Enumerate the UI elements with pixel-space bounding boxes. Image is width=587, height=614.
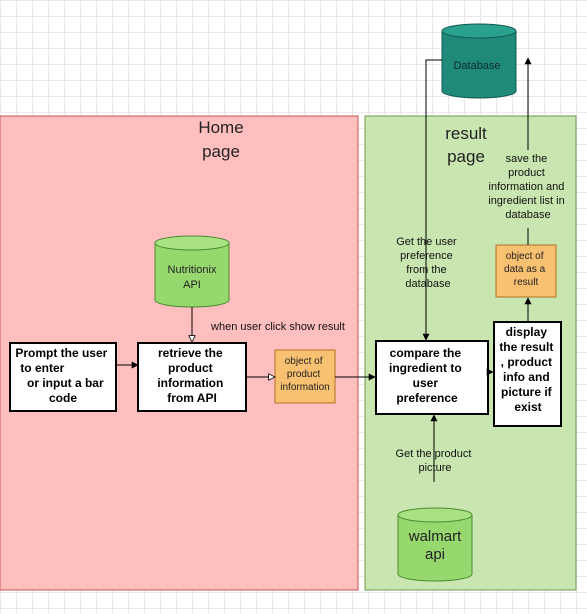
prompt-line2: to enter (20, 361, 64, 375)
display-line6: exist (514, 400, 541, 414)
product-info-line3: information (280, 382, 329, 393)
svg-text:compare the ingredient t: compare the ingredient to user preferenc… (389, 346, 465, 405)
compare-line3: user (413, 376, 439, 390)
display-line4: info and (503, 370, 550, 384)
database-cylinder: Database (441, 23, 517, 99)
arrow-database-to-compare (422, 59, 442, 341)
retrieve-line1: retrieve the (158, 346, 223, 360)
save-info-annotation: save the product information and ingredi… (488, 153, 568, 221)
prompt-user-box: Prompt the user to enter or input a bar … (9, 342, 117, 412)
display-line1: display (506, 325, 548, 339)
nutritionix-api-cylinder: Nutritionix API (154, 235, 230, 308)
prompt-line4: code (49, 391, 77, 405)
svg-text:object of data as a: object of data as a result (504, 251, 548, 288)
retrieve-info-box: retrieve the product information from AP… (137, 342, 247, 412)
walmart-label-line2: api (425, 546, 445, 563)
database-label: Database (453, 60, 500, 72)
compare-ingredient-box: compare the ingredient to user preferenc… (375, 340, 489, 415)
result-title-line1: result (445, 124, 487, 143)
compare-line4: preference (396, 391, 458, 405)
nutritionix-label-line2: API (183, 279, 201, 291)
prompt-line3: or input a bar (27, 376, 104, 390)
home-title-line2: page (202, 142, 240, 161)
display-line2: the result (499, 340, 553, 354)
display-line5: picture if (501, 385, 553, 399)
svg-text:display the result: display the result , product info and pi… (499, 325, 556, 414)
result-obj-line2: data as a (504, 264, 546, 275)
retrieve-line2: product (168, 361, 213, 375)
walmart-label-line1: walmart (408, 528, 462, 545)
retrieve-line4: from API (167, 391, 217, 405)
compare-line2: ingredient to (389, 361, 462, 375)
product-info-line2: product (287, 369, 321, 380)
nutritionix-label-line1: Nutritionix (168, 264, 217, 276)
walmart-api-cylinder: walmart api (397, 507, 473, 582)
get-preference-annotation: Get the user preference from the databas… (396, 236, 460, 290)
svg-text:Prompt the user to enter: Prompt the user to enter or input a bar … (15, 346, 110, 405)
prompt-line1: Prompt the user (15, 346, 107, 360)
product-info-object: object of product information (274, 349, 336, 404)
home-title-line1: Home (198, 118, 243, 137)
result-obj-line3: result (514, 277, 539, 288)
result-obj-line1: object of (506, 251, 544, 262)
display-line3: , product (501, 355, 552, 369)
svg-text:retrieve the product: retrieve the product information from AP… (157, 346, 226, 405)
product-info-line1: object of (285, 356, 323, 367)
display-result-box: display the result , product info and pi… (493, 321, 562, 427)
connectors (116, 57, 532, 482)
compare-line1: compare the (390, 346, 462, 360)
result-title-line2: page (447, 147, 485, 166)
svg-text:object of product: object of product information (280, 356, 329, 393)
get-picture-annotation: Get the product picture (396, 448, 475, 474)
retrieve-line3: information (157, 376, 223, 390)
show-result-annotation: when user click show result (210, 321, 345, 333)
result-data-object: object of data as a result (495, 244, 557, 298)
